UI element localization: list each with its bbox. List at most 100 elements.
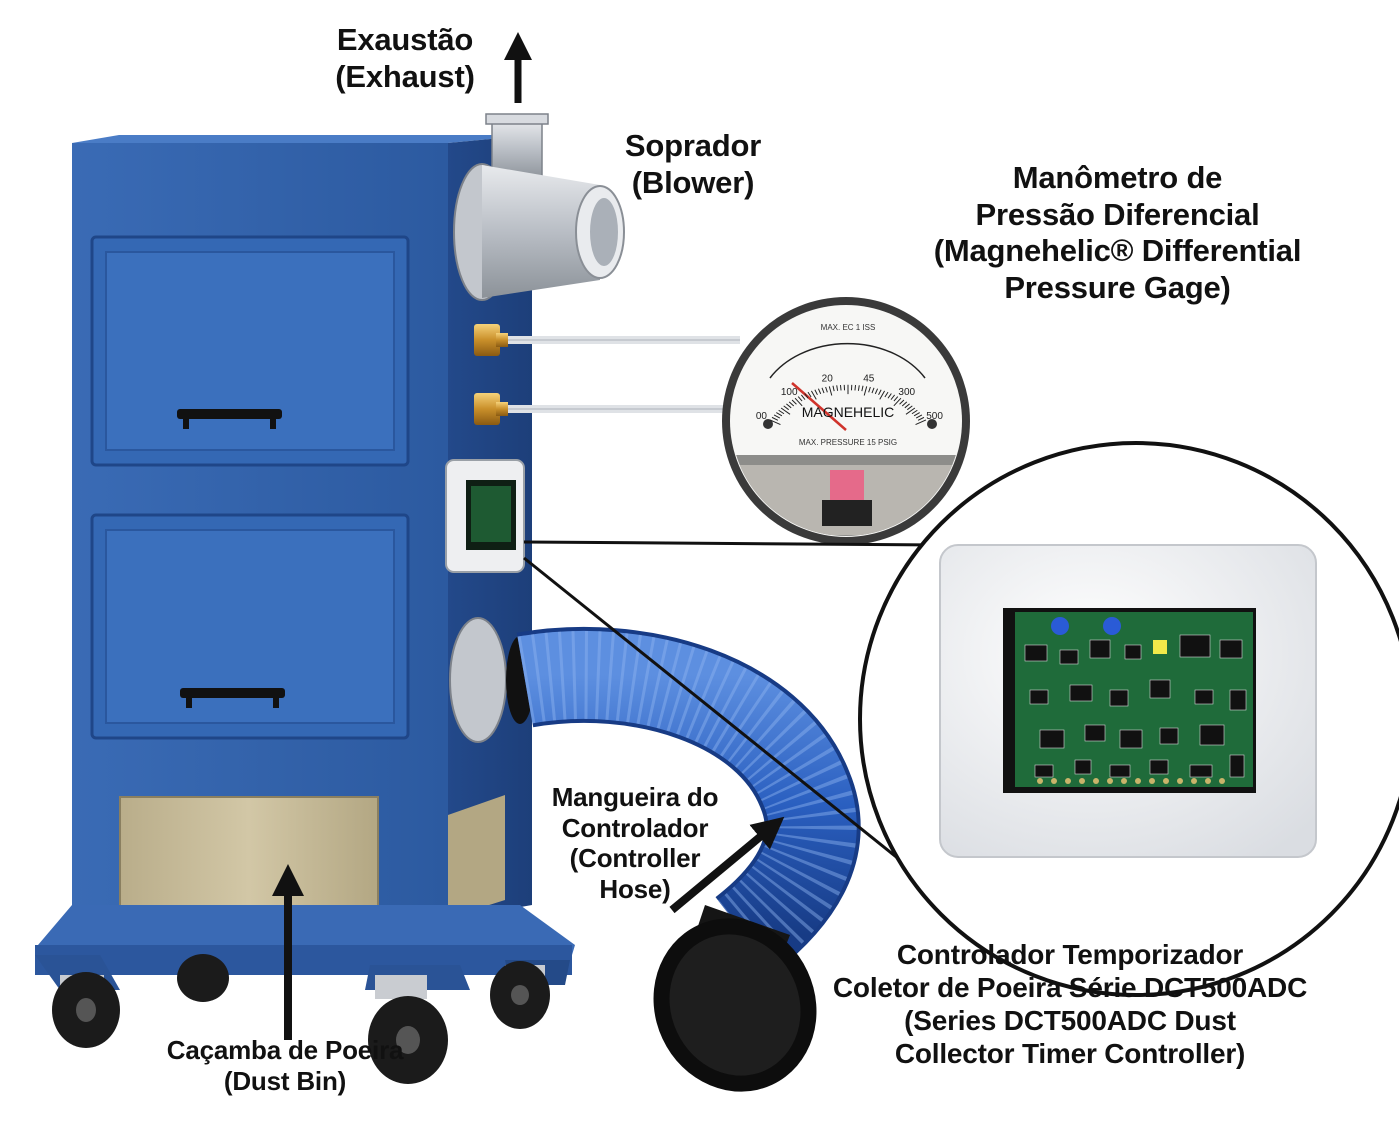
lower-door — [90, 513, 410, 740]
pcb-chip — [1109, 764, 1131, 778]
gauge-tick — [874, 388, 879, 395]
gauge-scale-label: 20 — [822, 374, 834, 385]
gauge-tick — [780, 407, 791, 415]
gauge-max-pressure-text: MAX. PRESSURE 15 PSIG — [799, 438, 897, 447]
callout-arrows — [272, 31, 785, 1040]
gauge-tick — [857, 385, 860, 391]
gauge-tick — [821, 387, 825, 394]
pcb-terminal — [1177, 778, 1183, 784]
gauge-tick — [854, 384, 857, 391]
gauge-tick — [771, 416, 779, 421]
gauge-tick — [807, 391, 812, 398]
pcb-terminal — [1219, 778, 1225, 784]
hose-label-line2: Controlador — [561, 812, 709, 843]
gauge-tick — [911, 409, 918, 415]
pcb-chip — [1189, 764, 1213, 778]
gauge-brand-text: MAGNEHELIC — [802, 404, 895, 420]
pcb-chip — [1109, 689, 1129, 707]
pcb-terminal — [1037, 778, 1043, 784]
pcb-terminal — [1135, 778, 1141, 784]
zoom-line-top — [523, 540, 941, 547]
gauge-tick — [906, 405, 913, 411]
gauge-tick — [825, 386, 828, 393]
gauge-tick — [786, 403, 792, 409]
controller-label: Controlador Temporizador Coletor de Poei… — [830, 938, 1310, 1070]
pcb-chip — [1149, 679, 1171, 699]
gauge-tick — [868, 386, 871, 393]
pcb-chip — [1149, 759, 1169, 775]
gauge-tick — [878, 389, 882, 396]
gauge-tick — [884, 391, 889, 398]
gauge-scale-label: 45 — [863, 374, 875, 385]
gauge-tick — [879, 390, 886, 400]
gauge-tick — [871, 387, 875, 394]
pcb-terminal — [1121, 778, 1127, 784]
gauge-tick — [797, 396, 803, 402]
pcb-terminal — [1065, 778, 1071, 784]
pcb-chip — [1124, 644, 1142, 660]
gauge-tick — [863, 386, 868, 396]
gauge-tick — [804, 393, 809, 399]
gauge-label-line2: Pressão Diferencial — [975, 196, 1260, 232]
gauge-tick — [893, 397, 902, 407]
gauge-tick — [828, 386, 833, 396]
pcb-terminal — [1205, 778, 1211, 784]
pcb-chip — [1119, 729, 1143, 749]
magnehelic-gauge: MAX. EC 1 ISS MAGNEHELIC MAX. PRESSURE 1… — [722, 297, 970, 545]
gauge-label-line4: Pressure Gage) — [1004, 269, 1231, 305]
controller-label-line2: Coletor de Poeira Série DCT500ADC — [832, 972, 1308, 1004]
casters — [52, 954, 550, 1084]
zoom-line-bottom — [523, 556, 901, 862]
pcb-chip — [1074, 759, 1092, 775]
cabinet-base — [35, 905, 575, 990]
gauge-tick — [887, 393, 892, 399]
gauge-tick — [839, 384, 842, 391]
dust-bin-label-en: (Dust Bin) — [223, 1065, 347, 1096]
gauge-label-line1: Manômetro de — [1012, 160, 1223, 195]
gauge-tick — [773, 414, 781, 419]
gauge-tick — [905, 407, 916, 415]
gauge-scale-label: 00 — [756, 411, 768, 422]
exhaust-label-en: (Exhaust) — [335, 58, 475, 94]
pcb-terminal — [1093, 778, 1099, 784]
hose-arrow — [669, 816, 785, 914]
dust-bin-label: Caçamba de Poeira (Dust Bin) — [160, 1035, 410, 1096]
controller-hose — [449, 617, 861, 1092]
controller-label-line3: (Series DCT500ADC Dust — [904, 1005, 1236, 1037]
controller-label-line4: Collector Timer Controller) — [894, 1038, 1246, 1070]
gauge-tick — [890, 394, 896, 400]
blower-label: Soprador (Blower) — [598, 128, 788, 201]
gauge-label-line3: (Magnehelic® Differential — [933, 233, 1302, 269]
pcb-chip — [1229, 754, 1245, 778]
pcb-terminal — [1051, 778, 1057, 784]
pcb-chip — [1029, 689, 1049, 705]
timer-controller-small — [445, 459, 525, 573]
cabinet — [35, 135, 575, 1084]
gauge-tick — [783, 405, 790, 411]
gauge-tick — [832, 385, 835, 392]
pcb-chip — [1024, 644, 1048, 662]
pcb-terminal — [1149, 778, 1155, 784]
blower-label-en: (Blower) — [631, 164, 755, 200]
gauge-tick — [901, 401, 908, 407]
blower-label-pt: Soprador — [624, 128, 762, 163]
hose-label-line4: Hose) — [599, 874, 671, 905]
pressure-taps — [474, 324, 740, 425]
controller-label-line1: Controlador Temporizador — [896, 939, 1244, 970]
gauge-tick — [893, 396, 899, 402]
pcb-chip — [1059, 649, 1079, 665]
gauge-tick — [791, 399, 797, 405]
gauge-tick — [836, 385, 839, 391]
gauge-scale-label: 300 — [898, 387, 915, 398]
gauge-tick — [769, 419, 781, 426]
gauge-tick — [776, 412, 783, 417]
pcb-chip — [1089, 639, 1111, 659]
blower-assembly — [453, 113, 625, 301]
gauge-tick — [800, 394, 806, 400]
gauge-label: Manômetro de Pressão Diferencial (Magneh… — [920, 160, 1315, 306]
gauge-tick — [861, 385, 864, 392]
gauge-tick — [913, 412, 920, 417]
